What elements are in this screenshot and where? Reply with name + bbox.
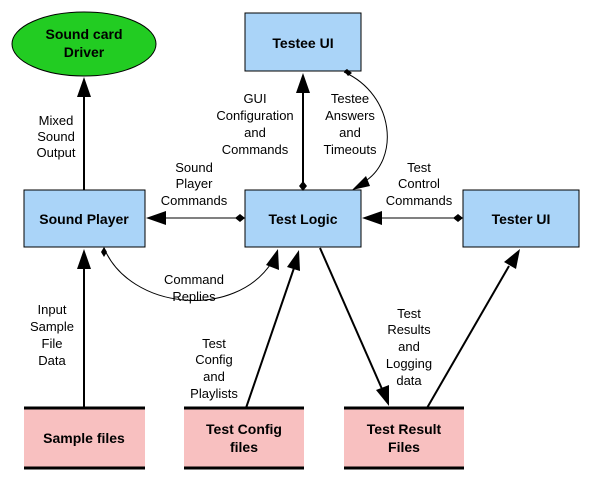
label-test-control-2: Control [398,176,440,191]
edge-test-control [362,211,463,225]
label-test-config-1: Test [202,336,226,351]
label-input-sample-2: Sample [30,319,74,334]
edge-test-control-diamond [453,214,463,222]
label-gui-config-2: Configuration [216,108,293,123]
label-test-config-3: and [203,369,225,384]
label-input-sample-3: File [42,336,63,351]
label-testee-answers-1: Testee [331,91,369,106]
edge-results-to-tester-line [426,265,510,409]
edge-test-config-line [245,267,295,409]
test-config-files-label-line1: Test Config [206,421,282,437]
edge-input-sample [77,249,91,408]
edge-test-results [319,247,389,406]
sample-files-node[interactable]: Sample files [24,406,145,470]
label-gui-config-4: Commands [222,142,289,157]
label-command-replies: Command Replies [164,272,224,304]
label-test-results-4: Logging [386,356,432,371]
label-sound-player-commands: Sound Player Commands [161,160,228,208]
test-logic-label: Test Logic [269,211,338,227]
label-sound-player-commands-3: Commands [161,193,228,208]
edge-command-replies-diamond [101,247,107,257]
label-test-results-5: data [396,373,422,388]
test-config-files-label-line2: files [230,439,258,455]
sound-player-label: Sound Player [39,211,129,227]
edge-gui-config-arrowhead [296,73,310,93]
driver-node[interactable]: Sound card Driver [11,11,157,77]
label-testee-answers-2: Answers [325,108,375,123]
test-result-files-label-line1: Test Result [367,421,442,437]
label-mixed-sound-3: Output [36,145,75,160]
label-input-sample-1: Input [38,302,67,317]
label-testee-answers-3: and [339,125,361,140]
edge-test-config-arrowhead [287,250,300,271]
label-test-control-3: Commands [386,193,453,208]
edge-sound-player-commands-diamond [235,214,245,222]
label-mixed-sound-1: Mixed [39,113,74,128]
label-mixed-sound-2: Sound [37,129,75,144]
edge-mixed-sound-output [77,77,91,190]
label-test-results: Test Results and Logging data [386,306,432,388]
edge-test-results-line [319,247,383,390]
label-gui-config-1: GUI [243,91,266,106]
label-testee-answers: Testee Answers and Timeouts [324,91,377,157]
label-test-results-3: and [398,339,420,354]
label-sound-player-commands-1: Sound [175,160,213,175]
label-test-control-1: Test [407,160,431,175]
test-result-files-label-line2: Files [388,439,420,455]
edge-test-config [245,250,300,409]
tester-ui-box [462,189,580,248]
label-test-control: Test Control Commands [386,160,453,208]
edge-testee-answers-diamond [344,69,352,76]
edge-testee-answers-arrowhead [352,176,370,190]
edge-command-replies-curve [103,247,273,301]
edge-results-to-tester [426,249,520,409]
sample-files-box [24,408,145,468]
edge-testee-answers-curve [343,71,388,183]
label-command-replies-2: Replies [172,289,216,304]
edge-gui-config [296,73,310,191]
edge-command-replies [101,247,279,301]
testee-ui-box [244,12,362,72]
label-test-config: Test Config and Playlists [190,336,238,401]
tester-ui-label: Tester UI [492,211,551,227]
label-gui-config-3: and [244,125,266,140]
edge-results-to-tester-arrowhead [504,249,520,269]
driver-label-line2: Driver [64,44,105,60]
label-command-replies-1: Command [164,272,224,287]
edge-test-control-arrowhead [362,211,382,225]
sample-files-label: Sample files [43,430,125,446]
edge-mixed-sound-arrowhead [77,77,91,97]
label-test-config-4: Playlists [190,386,238,401]
testee-ui-node[interactable]: Testee UI [244,12,362,72]
test-result-files-node[interactable]: Test Result Files [344,406,464,470]
testee-ui-label: Testee UI [272,35,333,51]
label-gui-config: GUI Configuration and Commands [216,91,293,157]
edge-input-sample-arrowhead [77,249,91,269]
test-config-files-box [184,408,304,468]
label-testee-answers-4: Timeouts [324,142,377,157]
edge-testee-answers [343,69,388,190]
label-mixed-sound-output: Mixed Sound Output [36,113,75,160]
test-result-files-box [344,408,464,468]
driver-ellipse [11,11,157,77]
label-test-results-2: Results [387,322,431,337]
edge-command-replies-arrowhead [266,249,279,270]
test-config-files-node[interactable]: Test Config files [184,406,304,470]
driver-label-line1: Sound card [45,26,122,42]
edge-gui-config-diamond [299,181,307,191]
test-logic-box [244,189,362,248]
label-test-results-1: Test [397,306,421,321]
tester-ui-node[interactable]: Tester UI [462,189,580,248]
sound-player-node[interactable]: Sound Player [23,189,146,248]
edge-sound-player-commands-arrowhead [146,211,166,225]
test-logic-node[interactable]: Test Logic [244,189,362,248]
label-input-sample-4: Data [38,353,66,368]
label-sound-player-commands-2: Player [176,176,214,191]
label-test-config-2: Config [195,352,233,367]
edge-sound-player-commands [146,211,245,225]
label-input-sample: Input Sample File Data [30,302,74,368]
edge-test-results-arrowhead [376,385,389,406]
